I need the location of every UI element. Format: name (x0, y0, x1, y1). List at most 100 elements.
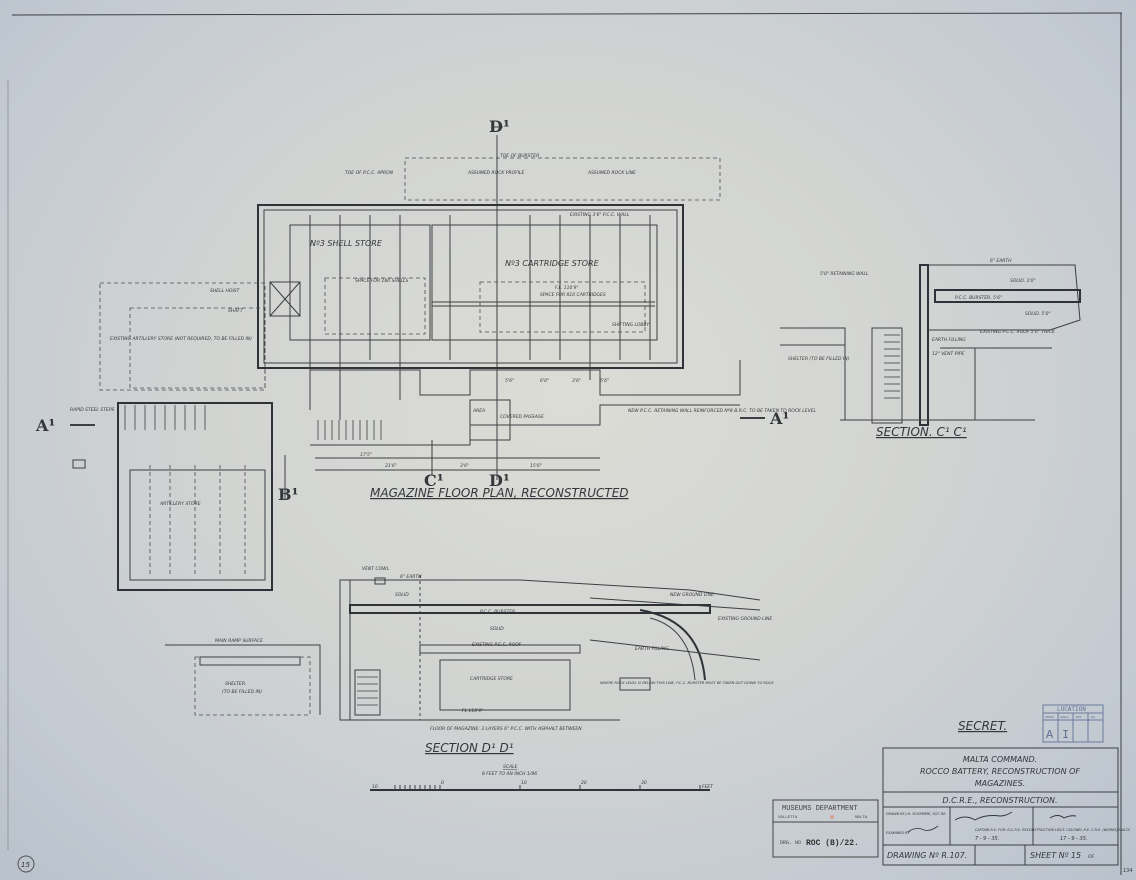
earth-label: 6" EARTH (990, 258, 1012, 264)
section-d-title: SECTION D¹ D¹ (425, 741, 514, 755)
dimension: 5'6" (505, 378, 514, 384)
examiner-signature (907, 825, 939, 833)
dimension: 3'6" (460, 463, 469, 469)
scale-value: 8 FEET TO AN INCH 1/96 (482, 771, 537, 777)
section-marker-a-right: A¹ (769, 409, 789, 428)
cartridge-store-label: Nº3 CARTRIDGE STORE (505, 259, 600, 268)
shelter-label: SHELTER. (225, 681, 246, 687)
earth-label: 6" EARTH (400, 574, 422, 580)
shifting-lobby-label: SHIFTING LOBBY (612, 322, 651, 328)
toe-of-burster-label: TOE OF BURSTER (500, 153, 539, 159)
floor-note: FLOOR OF MAGAZINE: 3 LAYERS 6" P.C.C. WI… (430, 726, 582, 732)
burster-label: P.C.C. BURSTER (480, 609, 515, 615)
title-line-2: ROCCO BATTERY, RECONSTRUCTION OF (920, 767, 1080, 776)
location-title: LOCATION (1057, 706, 1086, 713)
shelter-label: SHELTER (TO BE FILLED IN) (788, 356, 850, 362)
scale-tick: FEET (702, 784, 714, 790)
corner-number: 134 (1123, 868, 1133, 874)
drawn-by: DRAWN BY J.H. SCHEMBRI, SGT. RE. (886, 812, 947, 816)
captain-label: CAPTAIN R.E. FOR: D.C.R.E. RECONSTRUCTIO… (975, 828, 1054, 832)
dimension: 15'6" (530, 463, 542, 469)
sheet-of: OF. (1088, 854, 1095, 860)
dimension: 21'6" (385, 463, 397, 469)
captain-date: 7 - 9 - 35. (975, 836, 999, 842)
solid-label: SOLID (395, 592, 409, 598)
section-marker-a-left: A¹ (35, 416, 55, 435)
fl-label: FL 110'9" (462, 708, 483, 714)
examined-by: EXAMINED BY (886, 831, 910, 835)
colonel-label: LIEUT. COLONEL R.E. C.R.E. (WORKS) MALTA (1055, 828, 1131, 832)
dimension: 3'6" (572, 378, 581, 384)
colonel-date: 17 - 9 - 35. (1060, 836, 1087, 842)
scale-tick: 0 (441, 780, 444, 786)
section-marker-d-bottom: D¹ (489, 471, 510, 490)
drawing-number: DRAWING Nº R.107. (887, 851, 967, 860)
solid-label: SOLID. 3'0" (1010, 278, 1036, 284)
scale-tick: 20 (581, 780, 587, 786)
area-label: AREA (472, 408, 485, 414)
floor-plan (70, 126, 765, 591)
burster-label: P.C.C. BURSTER. 5'6" (955, 295, 1002, 301)
scale-tick: 30 (641, 780, 647, 786)
existing-artillery-store-label: EXISTING ARTILLERY STORE (NOT REQUIRED, … (110, 336, 252, 342)
location-header: PRESS (1045, 716, 1054, 719)
sheet-circle (17, 855, 35, 873)
museum-country: MALTA (855, 816, 868, 820)
captain-signature (954, 811, 1013, 821)
museums-stamp: MUSEUMS DEPARTMENT VALLETTA MALTA DRG. N… (772, 799, 879, 858)
floor-plan-title: MAGAZINE FLOOR PLAN, RECONSTRUCTED (370, 486, 629, 500)
assumed-rock-label: ASSUMED ROCK PROFILE (467, 170, 525, 176)
scale-tick: 10 (372, 784, 378, 790)
rock-note: WHERE ROCK LEVEL IS BELOW THIS LINE, P.C… (600, 681, 774, 685)
sheet-circle-number: 15 (21, 861, 30, 869)
section-marker-c: C¹ (424, 471, 444, 490)
artillery-store-label: ARTILLERY STORE (159, 501, 201, 507)
scale-label: SCALE (503, 764, 518, 770)
vent-cowl-label: VENT COWL (362, 566, 390, 572)
existing-ground-line-label: EXISTING GROUND LINE (718, 616, 772, 622)
solid-label: SOLID. 5'0" (1025, 311, 1051, 317)
sheet-border (7, 12, 1123, 875)
drg-label: DRG. NO (780, 840, 801, 846)
earth-filling-label: EARTH FILLING (932, 337, 966, 343)
dimension: 5'6" (600, 378, 609, 384)
dimension: 17'5" (360, 452, 372, 458)
section-c-title: SECTION. C¹ C¹ (876, 425, 967, 439)
sheet-number: SHEET Nº 15 (1030, 851, 1081, 860)
fl-label: F.L. 110'9" (555, 285, 579, 291)
secret-label: SECRET. (958, 719, 1007, 733)
retaining-wall-label: NEW P.C.C. RETAINING WALL REINFORCED Nº8… (628, 408, 817, 414)
section-marker-d-top: D¹ (489, 117, 510, 136)
section-c-labels: SHELTER (TO BE FILLED IN) P.C.C. BURSTER… (788, 258, 1056, 439)
title-line-3: MAGAZINES. (975, 779, 1026, 788)
covered-passage-label: COVERED PASSAGE (500, 414, 544, 420)
steps-label: RAPID STEEL STEPS (70, 407, 115, 413)
section-d-labels: SHELTER. (TO BE FILLED IN) SOLID P.C.C. … (215, 566, 774, 755)
location-header: NO. (1091, 716, 1097, 719)
rock-line-label: ASSUMED ROCK LINE (587, 170, 636, 176)
new-ground-line-label: NEW GROUND LINE (670, 592, 714, 598)
title-block: MALTA COMMAND. ROCCO BATTERY, RECONSTRUC… (882, 747, 1131, 866)
shell-store-label: Nº3 SHELL STORE (310, 239, 383, 248)
section-c (780, 264, 1081, 426)
existing-wall-label: EXISTING 3'6" P.C.C. WALL (570, 212, 630, 218)
floor-plan-labels: Nº3 SHELL STORE Nº3 CARTRIDGE STORE EXIS… (35, 117, 817, 507)
scale-bar: SCALE 8 FEET TO AN INCH 1/96 10 0 10 20 … (370, 764, 714, 791)
main-ramp-label: MAIN RAMP SURFACE (215, 638, 263, 644)
location-press: A (1046, 728, 1054, 742)
location-header: BOX (1076, 716, 1082, 719)
shelter-note: (TO BE FILLED IN) (222, 689, 262, 695)
existing-roof-label: EXISTING P.C.C. ROOF (472, 642, 522, 648)
cartridge-store-label: CARTRIDGE STORE (470, 676, 513, 682)
title-line-1: MALTA COMMAND. (963, 755, 1037, 764)
cartridge-space-label: SPACE FOR 810 CARTRIDGES (540, 292, 606, 298)
toe-apron-label: TOE OF P.C.C. APRON (345, 170, 394, 176)
title-subtitle: D.C.R.E., RECONSTRUCTION. (942, 796, 1057, 805)
section-d (165, 575, 761, 721)
solid-label: SOLID (490, 626, 504, 632)
existing-roof-label: EXISTING P.C.C. ROOF 5'0" THICK (980, 329, 1056, 335)
scale-tick: 10 (521, 780, 527, 786)
location-shelf: I (1062, 728, 1069, 742)
